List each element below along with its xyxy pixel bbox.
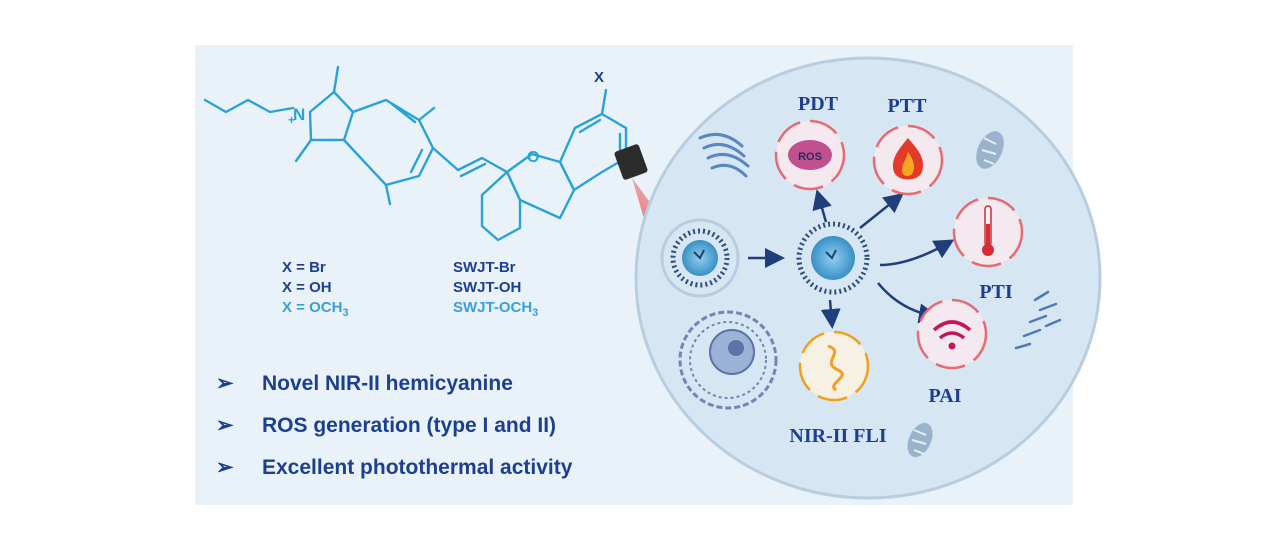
arrow-pdt bbox=[812, 189, 832, 223]
positive-charge: + bbox=[288, 113, 295, 127]
nucleus-icon bbox=[678, 310, 778, 410]
ptt-label: PTT bbox=[888, 95, 928, 117]
variant-x-och3: X = OCH3 bbox=[282, 299, 349, 319]
isoindolium-ring bbox=[308, 90, 355, 142]
ros-label: ROS bbox=[798, 151, 822, 163]
pdt-label: PDT bbox=[798, 93, 839, 115]
cyclohexene-ring bbox=[480, 170, 522, 242]
bullet-arrow-3: ➢ bbox=[216, 456, 234, 479]
variant-x-br: X = Br bbox=[282, 259, 326, 276]
arrow-pti bbox=[879, 239, 955, 267]
vinyl-bridge bbox=[431, 146, 509, 174]
pti-module: PTI bbox=[952, 196, 1024, 303]
variant-x-oh: X = OH bbox=[282, 279, 332, 296]
laser-head bbox=[614, 144, 648, 180]
variant-name-oh: SWJT-OH bbox=[453, 279, 521, 296]
bullet-photothermal: Excellent photothermal activity bbox=[262, 456, 573, 479]
xanthene-central-ring bbox=[505, 152, 576, 220]
arrow-fli bbox=[820, 299, 841, 329]
nanoparticle-activated bbox=[796, 221, 870, 295]
rna-strands-icon bbox=[1014, 290, 1062, 350]
ptt-module: PTT bbox=[872, 95, 944, 196]
pdt-module: ROS PDT bbox=[774, 93, 846, 191]
variant-name-br: SWJT-Br bbox=[453, 259, 516, 276]
bullet-ros-generation: ROS generation (type I and II) bbox=[262, 414, 556, 437]
pti-label: PTI bbox=[979, 281, 1013, 303]
nanoparticle-before bbox=[660, 218, 740, 298]
fli-module: NIR-II FLI bbox=[789, 330, 887, 447]
bullet-arrow-2: ➢ bbox=[216, 414, 234, 437]
nitrogen-atom: N bbox=[293, 105, 305, 124]
molecule-structure bbox=[203, 65, 628, 242]
butyl-chain bbox=[203, 98, 295, 114]
cycloheptatriene-ring bbox=[342, 98, 435, 187]
bullet-novel-nir-ii: Novel NIR-II hemicyanine bbox=[262, 372, 513, 395]
variant-list: X = Br SWJT-Br X = OH SWJT-OH X = OCH3 S… bbox=[282, 259, 538, 319]
golgi-icon bbox=[698, 132, 750, 178]
xanthene-oxygen: O bbox=[527, 149, 539, 166]
variant-name-och3: SWJT-OCH3 bbox=[453, 299, 538, 319]
feature-bullets: ➢ Novel NIR-II hemicyanine ➢ ROS generat… bbox=[216, 372, 573, 479]
mitochondrion-icon-top bbox=[976, 131, 1004, 169]
substituent-x: X bbox=[594, 69, 604, 86]
pai-label: PAI bbox=[929, 385, 962, 407]
pai-module: PAI bbox=[916, 298, 988, 407]
benzene-ring bbox=[558, 112, 628, 192]
arrow-ptt bbox=[859, 192, 904, 229]
nir-ii-fli-label: NIR-II FLI bbox=[789, 425, 886, 447]
bullet-arrow-1: ➢ bbox=[216, 372, 234, 395]
mitochondrion-icon-bottom bbox=[907, 423, 933, 457]
